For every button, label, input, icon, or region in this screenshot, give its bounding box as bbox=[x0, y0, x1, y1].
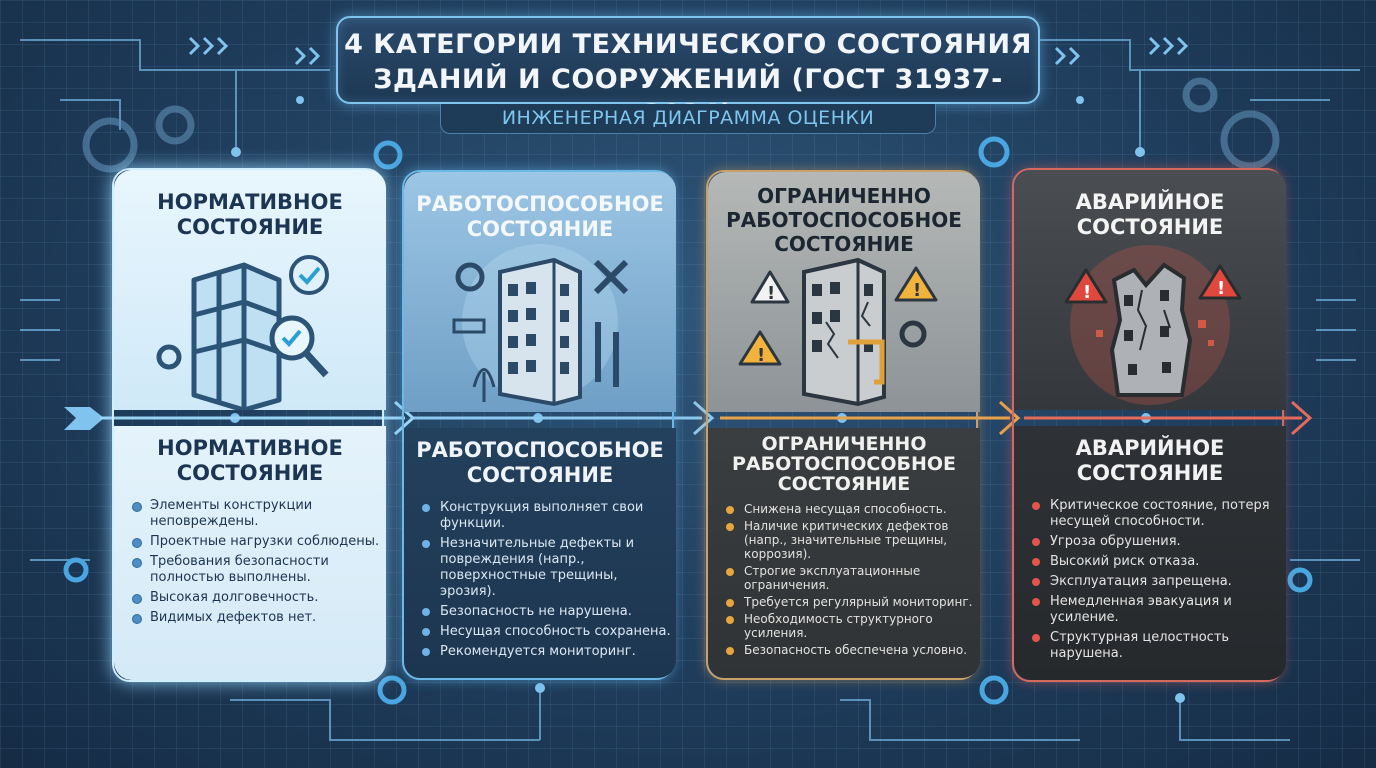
category-card-emergency: АВАРИЙНОЕ СОСТОЯНИЕ ! ! АВАРИЙН bbox=[1012, 168, 1286, 682]
criteria-list: Снижена несущая способность. Наличие кри… bbox=[726, 502, 980, 657]
svg-text:!: ! bbox=[767, 283, 775, 304]
card-details: РАБОТОСПОСОБНОЕ СОСТОЯНИЕ Конструкция вы… bbox=[404, 428, 676, 678]
card-header: РАБОТОСПОСОБНОЕ СОСТОЯНИЕ bbox=[404, 172, 676, 412]
card-subtitle: НОРМАТИВНОЕ СОСТОЯНИЕ bbox=[157, 436, 343, 485]
card-subtitle: РАБОТОСПОСОБНОЕ СОСТОЯНИЕ bbox=[416, 438, 664, 487]
category-card-operable: РАБОТОСПОСОБНОЕ СОСТОЯНИЕ РАБОТОСПОСОБНО… bbox=[402, 170, 676, 680]
list-item: Наличие критических дефектов (напр., зна… bbox=[726, 519, 980, 561]
list-item: Элементы конструкции неповреждены. bbox=[132, 498, 386, 530]
list-item: Безопасность не нарушена. bbox=[422, 604, 676, 620]
list-item: Требования безопасности полностью выполн… bbox=[132, 554, 386, 586]
collapsing-building-icon: ! ! bbox=[1064, 245, 1242, 405]
list-item: Необходимость структурного усиления. bbox=[726, 612, 980, 640]
card-header: АВАРИЙНОЕ СОСТОЯНИЕ ! ! bbox=[1014, 170, 1286, 410]
list-item: Угроза обрушения. bbox=[1032, 534, 1286, 550]
title-box: 4 КАТЕГОРИИ ТЕХНИЧЕСКОГО СОСТОЯНИЯ ЗДАНИ… bbox=[336, 16, 1040, 130]
category-card-normative: НОРМАТИВНОЕ СОСТОЯНИЕ НОРМАТИВНОЕ СОСТОЯ… bbox=[112, 168, 386, 682]
list-item: Несущая способность сохранена. bbox=[422, 624, 676, 640]
card-details: НОРМАТИВНОЕ СОСТОЯНИЕ Элементы конструкц… bbox=[114, 426, 386, 680]
list-item: Высокий риск отказа. bbox=[1032, 554, 1286, 570]
criteria-list: Критическое состояние, потеря несущей сп… bbox=[1032, 498, 1286, 662]
list-item: Эксплуатация запрещена. bbox=[1032, 574, 1286, 590]
intact-building-icon bbox=[156, 255, 329, 410]
card-header: НОРМАТИВНОЕ СОСТОЯНИЕ bbox=[114, 170, 386, 410]
list-item: Незначительные дефекты и повреждения (на… bbox=[422, 536, 676, 600]
list-item: Высокая долговечность. bbox=[132, 590, 386, 606]
category-card-limited: ОГРАНИЧЕННО РАБОТОСПОСОБНОЕ СОСТОЯНИЕ ! … bbox=[706, 170, 980, 680]
list-item: Видимых дефектов нет. bbox=[132, 610, 386, 626]
card-subtitle: АВАРИЙНОЕ СОСТОЯНИЕ bbox=[1075, 436, 1225, 485]
list-item: Структурная целостность нарушена. bbox=[1032, 630, 1286, 662]
list-item: Требуется регулярный мониторинг. bbox=[726, 595, 980, 609]
card-details: АВАРИЙНОЕ СОСТОЯНИЕ Критическое состояни… bbox=[1014, 426, 1286, 680]
svg-text:!: ! bbox=[1083, 282, 1091, 303]
criteria-list: Конструкция выполняет свои функции. Незн… bbox=[422, 500, 676, 660]
card-details: ОГРАНИЧЕННО РАБОТОСПОСОБНОЕ СОСТОЯНИЕ Сн… bbox=[708, 428, 980, 678]
cracked-building-icon: ! ! ! bbox=[738, 257, 938, 407]
card-title: ОГРАНИЧЕННО РАБОТОСПОСОБНОЕ СОСТОЯНИЕ bbox=[726, 184, 962, 256]
svg-text:!: ! bbox=[757, 345, 765, 366]
list-item: Рекомендуется мониторинг. bbox=[422, 644, 676, 660]
criteria-list: Элементы конструкции неповреждены. Проек… bbox=[132, 498, 386, 626]
card-title: АВАРИЙНОЕ СОСТОЯНИЕ bbox=[1075, 190, 1225, 239]
list-item: Немедленная эвакуация и усиление. bbox=[1032, 594, 1286, 626]
card-title: РАБОТОСПОСОБНОЕ СОСТОЯНИЕ bbox=[416, 192, 664, 241]
subtitle: ИНЖЕНЕРНАЯ ДИАГРАММА ОЦЕНКИ bbox=[440, 104, 936, 134]
list-item: Проектные нагрузки соблюдены. bbox=[132, 534, 386, 550]
building-tools-icon bbox=[452, 244, 629, 407]
card-subtitle: ОГРАНИЧЕННО РАБОТОСПОСОБНОЕ СОСТОЯНИЕ bbox=[732, 433, 956, 495]
list-item: Безопасность обеспечена условно. bbox=[726, 643, 980, 657]
title-line-1: 4 КАТЕГОРИИ ТЕХНИЧЕСКОГО СОСТОЯНИЯ bbox=[344, 29, 1032, 60]
svg-text:!: ! bbox=[1217, 278, 1225, 299]
svg-text:!: ! bbox=[913, 280, 921, 301]
list-item: Конструкция выполняет свои функции. bbox=[422, 500, 676, 532]
list-item: Критическое состояние, потеря несущей сп… bbox=[1032, 498, 1286, 530]
list-item: Строгие эксплуатационные ограничения. bbox=[726, 564, 980, 592]
list-item: Снижена несущая способность. bbox=[726, 502, 980, 516]
card-header: ОГРАНИЧЕННО РАБОТОСПОСОБНОЕ СОСТОЯНИЕ ! … bbox=[708, 172, 980, 412]
card-title: НОРМАТИВНОЕ СОСТОЯНИЕ bbox=[157, 190, 343, 239]
